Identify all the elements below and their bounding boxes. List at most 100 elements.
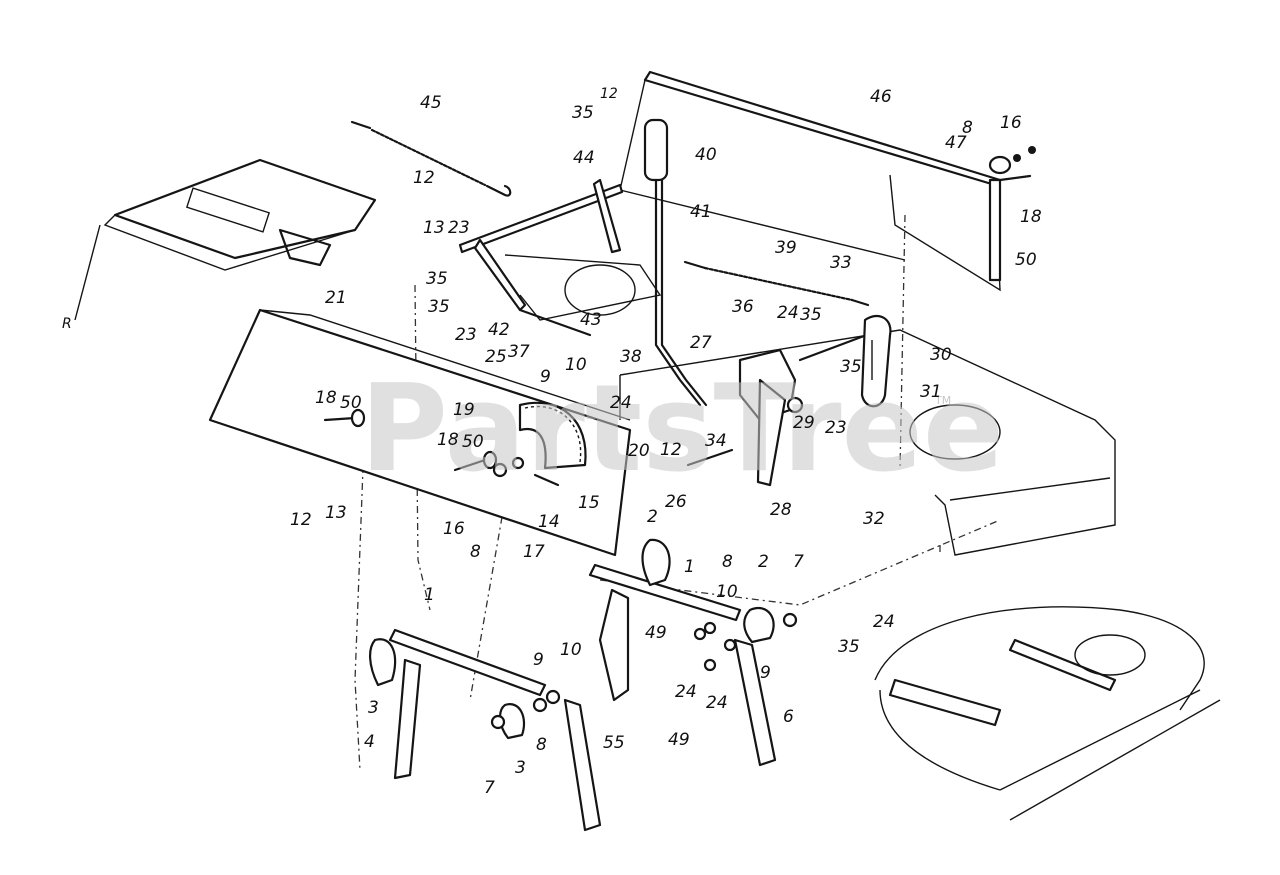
deck-lift-arm-left [369, 628, 602, 832]
callout-9b: 9 [760, 663, 771, 683]
callout-23b: 23 [455, 325, 477, 345]
callout-25: 25 [485, 347, 507, 367]
callout-9: 9 [540, 367, 551, 387]
callout-1: 1 [684, 557, 695, 577]
callout-34: 34 [705, 431, 727, 451]
callout-42: 42 [488, 320, 510, 340]
callout-44: 44 [573, 148, 595, 168]
watermark-brand: PartsTree [360, 360, 1004, 499]
callout-9c: 9 [533, 650, 544, 670]
callout-23c: 23 [825, 418, 847, 438]
callout-33: 33 [830, 253, 852, 273]
callout-24e: 24 [873, 612, 895, 632]
callout-55: 55 [603, 733, 625, 753]
callout-35d: 35 [800, 305, 822, 325]
callout-47: 47 [945, 133, 967, 153]
callout-18: 18 [1020, 207, 1042, 227]
callout-10c: 10 [560, 640, 582, 660]
callout-45: 45 [420, 93, 442, 113]
callout-38: 38 [620, 347, 642, 367]
callout-24b: 24 [610, 393, 632, 413]
callout-16b: 16 [443, 519, 465, 539]
callout-17: 17 [523, 542, 545, 562]
callout-8c: 8 [722, 552, 733, 572]
top-right-hardware [988, 146, 1036, 282]
callout-39: 39 [775, 238, 797, 258]
callout-24: 24 [777, 303, 799, 323]
callout-46: 46 [870, 87, 892, 107]
callout-14: 14 [538, 512, 560, 532]
lift-link-30 [860, 314, 892, 408]
side-panel-21 [208, 308, 632, 557]
callout-labels: 45 12 35 40 44 41 46 8 16 47 18 50 12 13… [290, 86, 1042, 798]
callout-8: 8 [962, 118, 973, 138]
callout-7b: 7 [484, 778, 495, 798]
callout-8b: 8 [470, 542, 481, 562]
callout-10b: 10 [716, 582, 738, 602]
callout-28: 28 [770, 500, 792, 520]
callout-7: 7 [793, 552, 804, 572]
seat-plate: R [62, 158, 377, 332]
callout-18c: 18 [437, 430, 459, 450]
callout-24c: 24 [675, 682, 697, 702]
svg-text:R: R [62, 316, 72, 332]
lift-shaft [458, 178, 662, 337]
callout-50c: 50 [462, 432, 484, 452]
callout-49: 49 [645, 623, 667, 643]
spring-45 [350, 120, 512, 197]
callout-1b: 1 [424, 585, 435, 605]
callout-32: 32 [863, 509, 885, 529]
rear-fender [619, 329, 1116, 556]
callout-12b: 12 [413, 168, 435, 188]
pin-26 [686, 448, 734, 467]
callout-40: 40 [695, 145, 717, 165]
callout-24d: 24 [706, 693, 728, 713]
callout-36: 36 [732, 297, 754, 317]
callout-35f: 35 [838, 637, 860, 657]
deck-lift-arm-center [588, 538, 798, 767]
callout-2b: 2 [758, 552, 769, 572]
lift-handle [643, 118, 708, 407]
callout-3b: 3 [515, 758, 526, 778]
callout-6: 6 [783, 707, 794, 727]
callout-23: 23 [448, 218, 470, 238]
callout-50b: 50 [340, 393, 362, 413]
callout-12d: 12 [290, 510, 312, 530]
watermark-trademark: TM [934, 394, 951, 407]
callout-18b: 18 [315, 388, 337, 408]
callout-10: 10 [565, 355, 587, 375]
callout-35b: 35 [426, 269, 448, 289]
callout-16: 16 [1000, 113, 1022, 133]
callout-13b: 13 [325, 503, 347, 523]
callout-12: 12 [600, 86, 618, 102]
callout-27: 27 [690, 333, 712, 353]
callout-31: 31 [920, 382, 942, 402]
spring-39 [683, 260, 870, 307]
callout-41: 41 [690, 202, 712, 222]
bell-crank [738, 348, 804, 487]
callout-35e: 35 [840, 357, 862, 377]
watermark: PartsTree TM [360, 360, 1004, 499]
callout-12c: 12 [660, 440, 682, 460]
callout-15: 15 [578, 493, 600, 513]
callout-8d: 8 [536, 735, 547, 755]
callout-4: 4 [364, 732, 375, 752]
callout-49b: 49 [668, 730, 690, 750]
callout-29: 29 [793, 413, 815, 433]
callout-13: 13 [423, 218, 445, 238]
callout-21: 21 [325, 288, 347, 308]
sector-gear [518, 401, 587, 470]
callout-26: 26 [665, 492, 687, 512]
callout-35c: 35 [428, 297, 450, 317]
callout-50: 50 [1015, 250, 1037, 270]
callout-35: 35 [572, 103, 594, 123]
panel-hardware [323, 408, 560, 487]
callout-19: 19 [453, 400, 475, 420]
callout-43: 43 [580, 310, 602, 330]
mower-deck [874, 606, 1221, 821]
callout-3: 3 [368, 698, 379, 718]
callout-30: 30 [930, 345, 952, 365]
callout-20: 20 [628, 441, 650, 461]
callout-37: 37 [508, 342, 530, 362]
